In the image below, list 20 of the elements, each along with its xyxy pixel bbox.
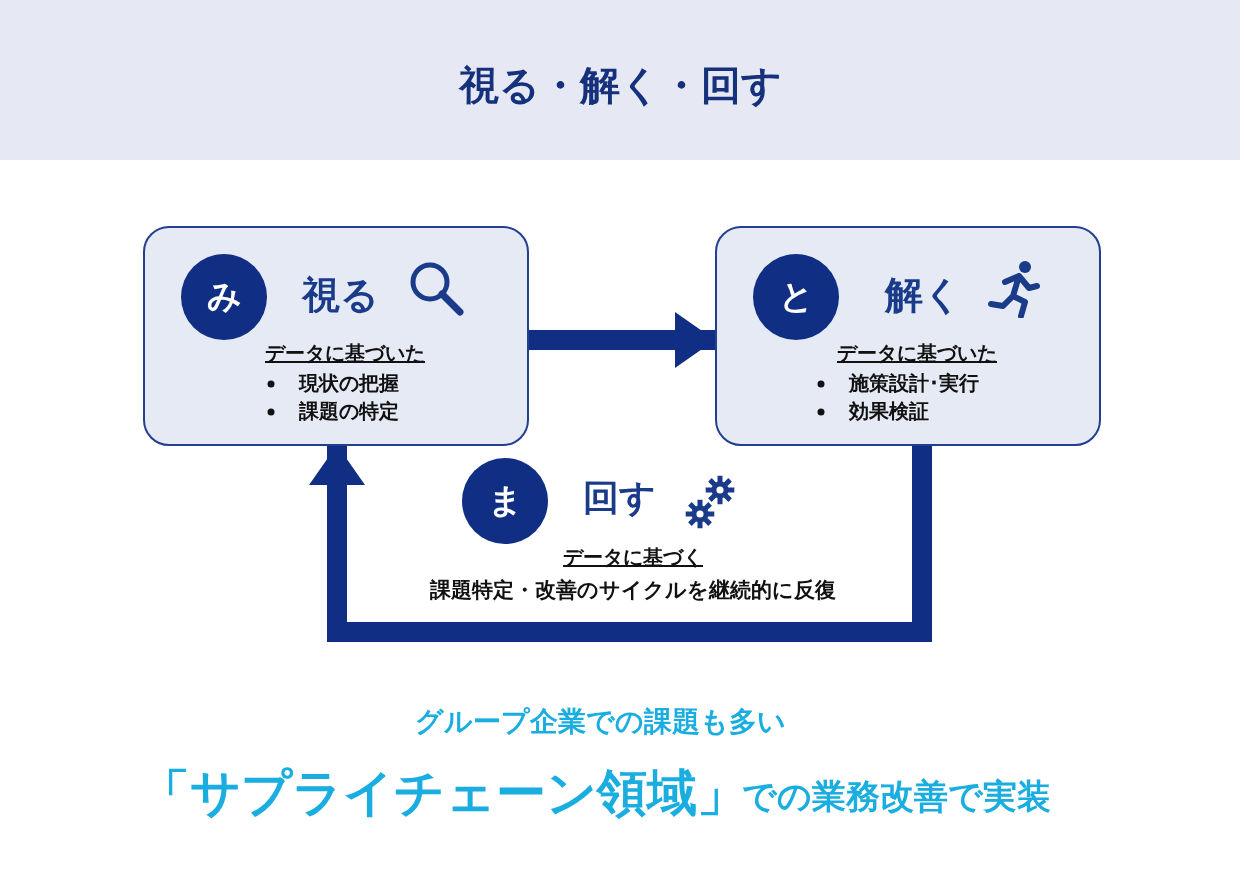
bullet-item: 課題の特定 — [299, 398, 399, 425]
bullet-item: 効果検証 — [849, 398, 929, 425]
heading: 解く — [885, 272, 962, 319]
letter-circle: み — [181, 254, 267, 340]
subheading: データに基づいた — [837, 340, 997, 367]
heading: 回す — [583, 476, 656, 520]
description: 課題特定・改善のサイクルを継続的に反復 — [430, 578, 836, 602]
title: 視る・解く・回す — [457, 61, 783, 110]
letter-circle: ま — [462, 458, 548, 544]
tagline: グループ企業での課題も多い — [414, 705, 786, 738]
subheading: データに基づいた — [265, 340, 425, 367]
bullet-item: 施策設計･実行 — [849, 370, 979, 397]
process-box — [715, 226, 1101, 446]
arrow — [309, 445, 932, 642]
process-box — [143, 226, 529, 446]
letter-circle: と — [753, 254, 839, 340]
arrow — [528, 312, 715, 368]
subheading: データに基づく — [563, 545, 703, 569]
bullet-item: 現状の把握 — [299, 370, 399, 397]
heading: 視る — [302, 272, 379, 319]
